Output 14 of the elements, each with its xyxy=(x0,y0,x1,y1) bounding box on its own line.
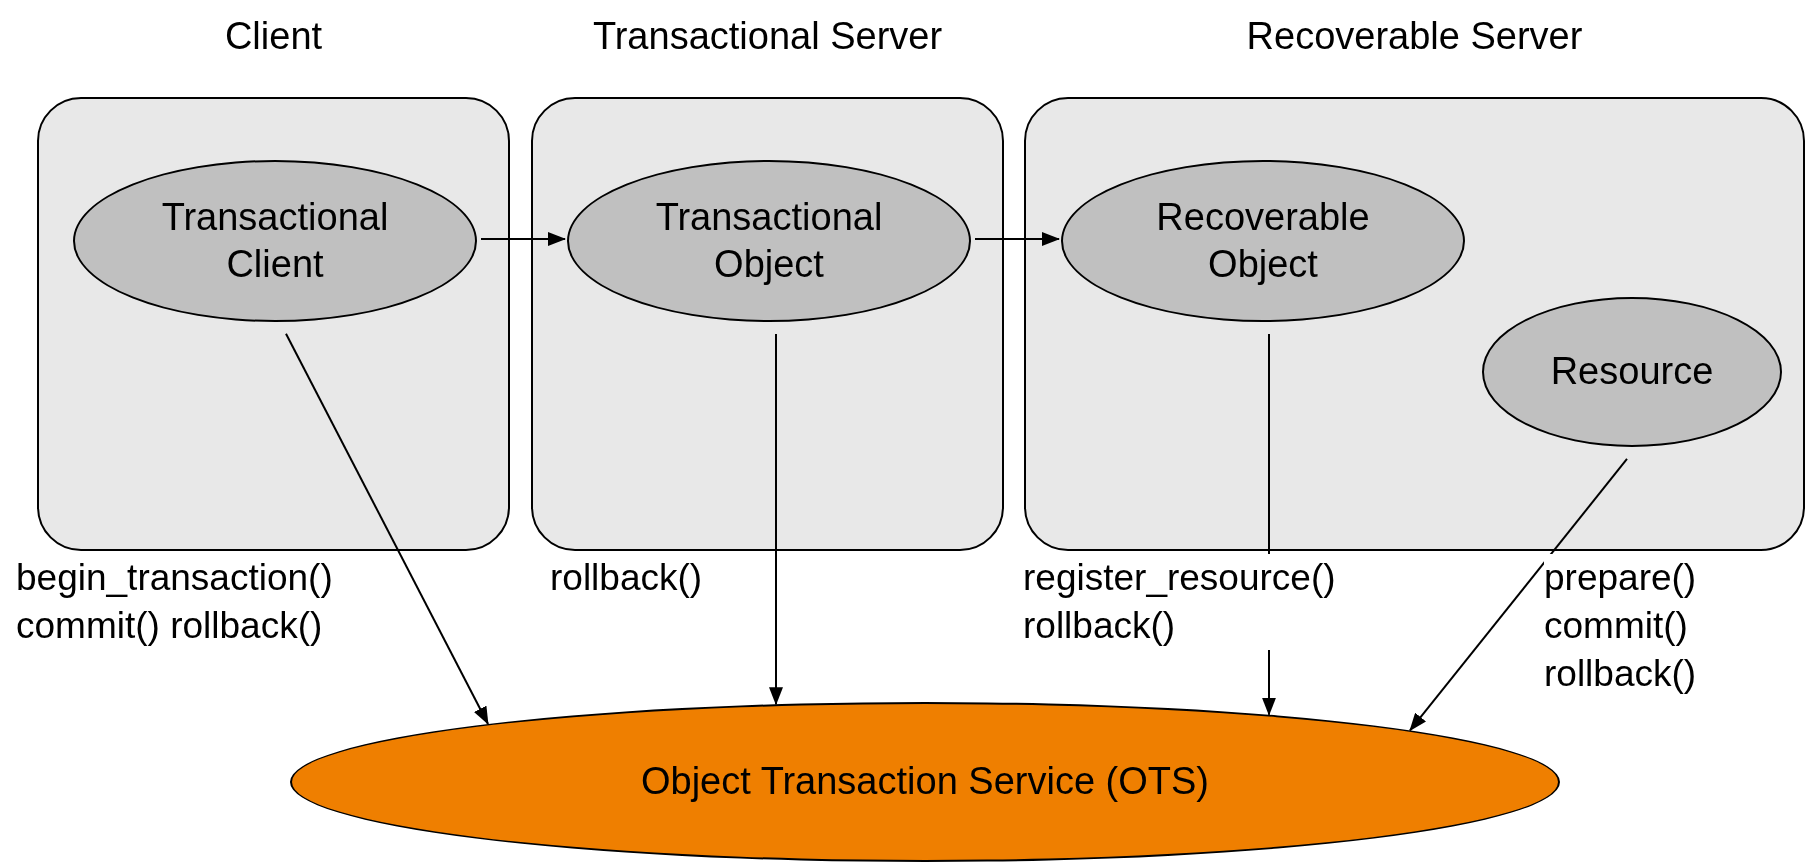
node-label: Transactional Client xyxy=(160,194,390,287)
arrow xyxy=(285,332,489,725)
arrow xyxy=(480,232,566,246)
server-heading: Recoverable Server xyxy=(1246,15,1583,58)
node-label: Recoverable Object xyxy=(1155,194,1371,287)
edge-label: register_resource() rollback() xyxy=(1023,554,1336,650)
node-label: Resource xyxy=(1550,349,1714,395)
node-label: Transactional Object xyxy=(654,194,884,287)
arrow xyxy=(769,332,783,706)
server-heading: Transactional Server xyxy=(592,15,943,58)
arrow xyxy=(1409,458,1628,732)
node-label: Object Transaction Service (OTS) xyxy=(640,759,1210,805)
server-heading: Client xyxy=(224,15,323,58)
arrow xyxy=(974,232,1060,246)
